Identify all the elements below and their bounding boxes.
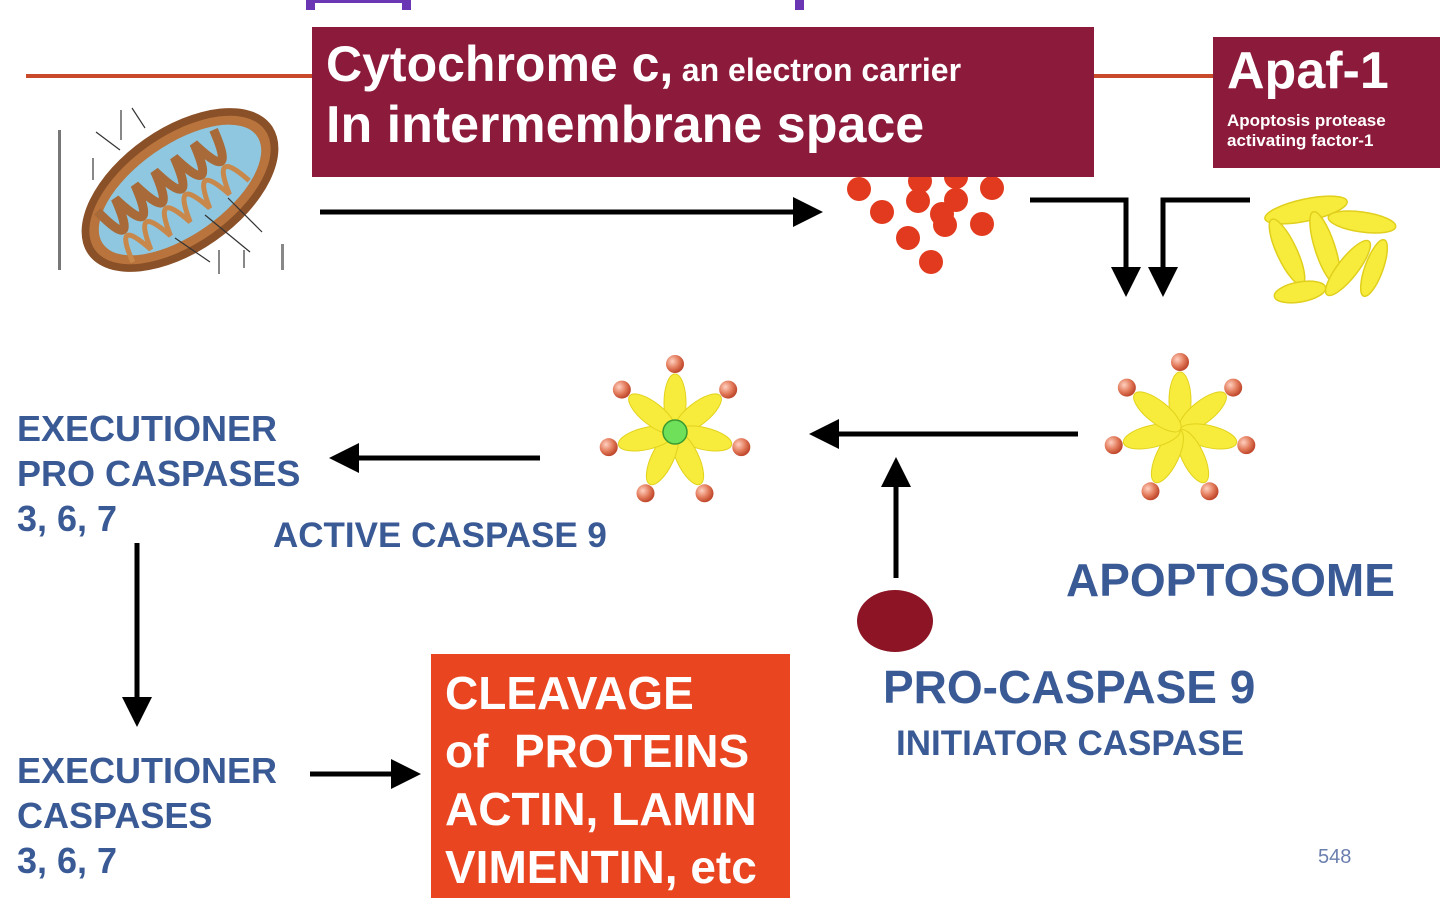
cytochrome-title: Cytochrome c, [326, 36, 674, 92]
active-caspase-9-icon [599, 355, 751, 503]
apaf-1-box: Apaf-1 Apoptosis protease activating fac… [1213, 37, 1440, 168]
wheel-tip-dot [732, 438, 751, 457]
cleavage-of-proteins-box: CLEAVAGE of PROTEINS ACTIN, LAMIN VIMENT… [431, 654, 790, 898]
apoptosome-label: APOPTOSOME [1066, 554, 1395, 606]
arrow-cytochrome-to-apoptosome [1030, 197, 1141, 297]
wheel-tip-dot [612, 380, 631, 399]
cytochrome-location: In intermembrane space [326, 96, 925, 154]
wheel-tip-dot [695, 484, 714, 503]
mitochondrion-icon [58, 107, 284, 274]
slide-number: 548 [1318, 846, 1352, 868]
apaf-1-subtitle-1: Apoptosis protease [1227, 111, 1386, 130]
wheel-tip-dot [1200, 482, 1219, 501]
apoptosome-icon [1104, 353, 1256, 501]
wheel-tip-dot [599, 438, 618, 457]
executioner-line-3: 3, 6, 7 [17, 840, 118, 881]
connector-arrows [122, 197, 1250, 789]
wheel-tip-dot [1237, 436, 1256, 455]
arrow-apaf-to-apoptosome [1148, 197, 1250, 297]
wheel-tip-dot [1104, 436, 1123, 455]
wheel-tip-dot [1171, 353, 1189, 371]
executioner-pro-line-2: PRO CASPASES [17, 453, 301, 494]
cleavage-line-4: VIMENTIN, etc [445, 841, 757, 893]
wheel-petal [1133, 391, 1182, 433]
cytochrome-c-box: Cytochrome c, an electron carrier In int… [312, 27, 1094, 177]
cytochrome-c-icon [847, 165, 1004, 274]
wheel-tip-dot [1224, 378, 1243, 397]
executioner-pro-line-3: 3, 6, 7 [17, 498, 118, 539]
executioner-pro-line-1: EXECUTIONER [17, 408, 278, 449]
pro-caspase-9-label: PRO-CASPASE 9 [883, 661, 1256, 713]
pro-caspase-9-icon [857, 590, 933, 652]
cytochrome-subtitle: an electron carrier [681, 52, 962, 88]
cleavage-line-1: CLEAVAGE [445, 667, 694, 719]
apaf-1-subtitle-2: activating factor-1 [1227, 130, 1374, 150]
apaf-1-title: Apaf-1 [1227, 42, 1389, 100]
apaf-1-icon [1264, 195, 1397, 304]
active-caspase-9-label: ACTIVE CASPASE 9 [273, 516, 607, 555]
cleavage-line-3: ACTIN, LAMIN [445, 783, 757, 835]
executioner-pro-caspases-label: EXECUTIONER PRO CASPASES 3, 6, 7 [17, 406, 300, 541]
wheel-tip-dot [666, 355, 684, 373]
wheel-tip-dot [636, 484, 655, 503]
executioner-line-1: EXECUTIONER [17, 750, 278, 791]
wheel-tip-dot [1141, 482, 1160, 501]
active-site-dot [662, 419, 688, 445]
cleavage-line-2: of PROTEINS [445, 725, 750, 777]
wheel-tip-dot [1117, 378, 1136, 397]
executioner-line-2: CASPASES [17, 795, 213, 836]
initiator-caspase-label: INITIATOR CASPASE [896, 724, 1245, 763]
wheel-tip-dot [719, 380, 738, 399]
executioner-caspases-label: EXECUTIONER CASPASES 3, 6, 7 [17, 748, 277, 883]
top-edge-marks [306, 0, 804, 10]
